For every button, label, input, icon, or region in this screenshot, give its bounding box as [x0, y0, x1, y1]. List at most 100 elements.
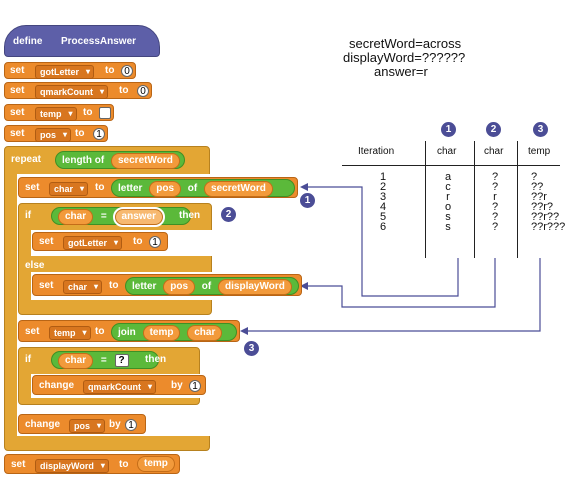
header-iteration: Iteration — [358, 146, 395, 157]
set-keyword: set — [25, 326, 40, 337]
change-keyword: change — [25, 419, 61, 430]
note-answer: answer=r — [374, 64, 428, 79]
change-qmarkcount-block[interactable]: change qmarkCount by 1 — [32, 375, 206, 395]
pos-dropdown[interactable]: pos — [35, 128, 72, 142]
displayword-variable[interactable]: displayWord — [218, 279, 292, 295]
set-gotletter-one-block[interactable]: set gotLetter to 1 — [32, 232, 168, 251]
set-char-displayword-block[interactable]: set char to letter pos of displayWord — [32, 274, 302, 296]
header-char-2: char — [484, 146, 504, 157]
set-keyword: set — [10, 128, 25, 139]
qmarkcount-dropdown[interactable]: qmarkCount — [35, 85, 109, 99]
equals-condition[interactable]: char = ? — [51, 351, 159, 369]
define-hat-block[interactable]: define ProcessAnswer — [4, 25, 160, 57]
question-value[interactable]: ? — [114, 354, 129, 367]
gotletter-value[interactable]: 0 — [121, 65, 133, 77]
char-dropdown[interactable]: char — [49, 182, 89, 196]
then-keyword: then — [179, 210, 201, 221]
secretword-variable[interactable]: secretWord — [111, 153, 180, 169]
secretword-variable[interactable]: secretWord — [204, 181, 273, 197]
set-keyword: set — [25, 182, 40, 193]
char-variable[interactable]: char — [187, 325, 223, 341]
letter-keyword: letter — [132, 281, 157, 292]
note-displayword: displayWord=?????? — [343, 50, 466, 65]
define-keyword: define — [13, 36, 43, 47]
temp-variable[interactable]: temp — [137, 456, 175, 472]
equals-operator: = — [100, 355, 107, 366]
procedure-name: ProcessAnswer — [61, 36, 137, 47]
to-keyword: to — [75, 128, 85, 139]
of-keyword: of — [187, 183, 198, 194]
column-badge-2: 2 — [486, 122, 501, 137]
set-keyword: set — [10, 65, 25, 76]
join-keyword: join — [118, 327, 136, 338]
qmarkcount-dropdown[interactable]: qmarkCount — [83, 380, 157, 394]
if-keyword: if — [25, 354, 32, 365]
then-keyword: then — [145, 354, 167, 365]
table-divider-2 — [474, 141, 475, 258]
header-char-1: char — [437, 146, 457, 157]
table-divider-1 — [425, 141, 426, 258]
column-badge-1: 1 — [441, 122, 456, 137]
temp-column: ? ?? ??r ??r? ??r?? ??r??? — [531, 171, 566, 233]
iteration-column: 1 2 3 4 5 6 — [379, 171, 387, 233]
set-temp-block[interactable]: set temp to — [4, 104, 114, 121]
callout-1-badge: 1 — [300, 193, 315, 208]
letter-of-reporter[interactable]: letter pos of displayWord — [125, 277, 299, 295]
displayword-dropdown[interactable]: displayWord — [35, 459, 109, 473]
column-badge-3: 3 — [533, 122, 548, 137]
to-keyword: to — [119, 85, 129, 96]
by-keyword: by — [171, 380, 183, 391]
set-temp-join-block[interactable]: set temp to join temp char — [18, 320, 240, 342]
else-keyword: else — [25, 260, 45, 271]
change-pos-block[interactable]: change pos by 1 — [18, 414, 146, 434]
qmarkcount-change-value[interactable]: 1 — [189, 380, 201, 392]
set-displayword-block[interactable]: set displayWord to temp — [4, 454, 180, 474]
temp-dropdown[interactable]: temp — [49, 326, 91, 340]
callout-2-badge: 2 — [221, 207, 236, 222]
pos-variable[interactable]: pos — [149, 181, 182, 197]
note-secretword: secretWord=across — [349, 36, 462, 51]
temp-empty-value[interactable] — [99, 107, 111, 119]
pos-value[interactable]: 1 — [93, 128, 105, 140]
table-divider-3 — [517, 141, 518, 258]
length-of-reporter[interactable]: length of secretWord — [55, 151, 185, 169]
gotletter-dropdown[interactable]: gotLetter — [35, 65, 94, 79]
set-keyword: set — [39, 236, 54, 247]
set-pos-block[interactable]: set pos to 1 — [4, 125, 108, 142]
set-char-secretword-block[interactable]: set char to letter pos of secretWord — [18, 177, 298, 198]
equals-operator: = — [100, 211, 107, 222]
char-dropdown[interactable]: char — [63, 280, 103, 294]
to-keyword: to — [95, 326, 105, 337]
gotletter-one-value[interactable]: 1 — [149, 236, 161, 248]
pos-variable[interactable]: pos — [163, 279, 196, 295]
set-gotletter-block[interactable]: set gotLetter to 0 — [4, 62, 136, 79]
callout-3-badge: 3 — [244, 341, 259, 356]
equals-condition[interactable]: char = answer — [51, 207, 191, 227]
to-keyword: to — [83, 107, 93, 118]
pos-dropdown[interactable]: pos — [69, 419, 106, 433]
table-header-rule — [342, 165, 560, 166]
qmarkcount-value[interactable]: 0 — [137, 85, 149, 97]
answer-variable[interactable]: answer — [112, 207, 166, 227]
by-keyword: by — [109, 419, 121, 430]
set-keyword: set — [11, 459, 26, 470]
char-column-2: ? ? r ? ? ? — [491, 171, 499, 233]
if-else-block[interactable]: if char = answer then else — [18, 203, 213, 315]
to-keyword: to — [105, 65, 115, 76]
pos-change-value[interactable]: 1 — [125, 419, 137, 431]
length-of-keyword: length of — [62, 155, 105, 166]
temp-dropdown[interactable]: temp — [35, 107, 77, 121]
letter-of-reporter[interactable]: letter pos of secretWord — [111, 179, 295, 197]
char-variable[interactable]: char — [58, 209, 94, 225]
letter-keyword: letter — [118, 183, 143, 194]
temp-variable[interactable]: temp — [142, 325, 181, 341]
repeat-keyword: repeat — [11, 154, 42, 165]
set-qmarkcount-block[interactable]: set qmarkCount to 0 — [4, 82, 152, 99]
set-keyword: set — [10, 107, 25, 118]
char-variable[interactable]: char — [58, 353, 94, 369]
gotletter-dropdown[interactable]: gotLetter — [63, 236, 122, 250]
of-keyword: of — [201, 281, 212, 292]
join-reporter[interactable]: join temp char — [111, 323, 237, 341]
to-keyword: to — [119, 459, 129, 470]
